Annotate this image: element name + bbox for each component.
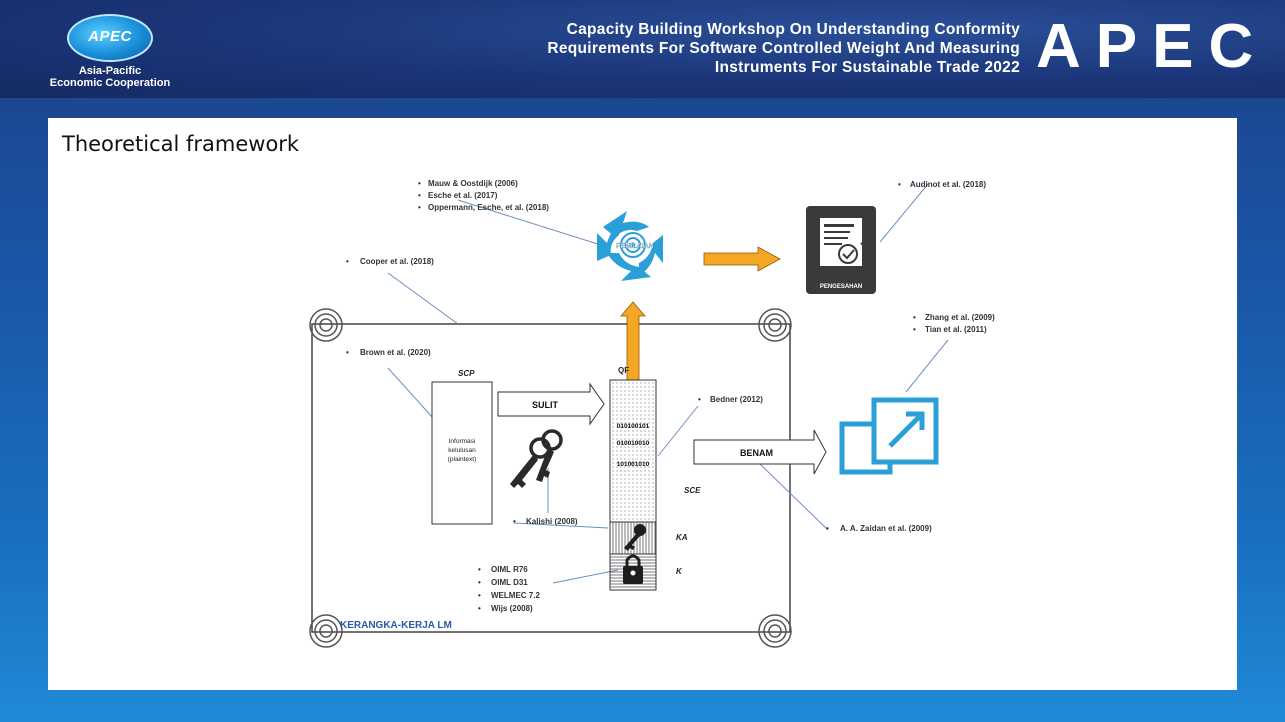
ref-top-2: Esche et al. (2017) (428, 191, 498, 200)
frame-corner-br (758, 614, 792, 648)
framework-frame (311, 323, 791, 633)
ref-kalishi-bullet: • (513, 517, 516, 526)
ref-oiml-4: Wijs (2008) (491, 604, 533, 613)
embed-expand-icon (839, 397, 939, 475)
apec-logo-text: APEC (88, 28, 132, 45)
workshop-title: Capacity Building Workshop On Understand… (460, 20, 1020, 77)
ref-zhang-1: Zhang et al. (2009) (925, 313, 995, 322)
apec-logo-subtitle: Asia-Pacific Economic Cooperation (48, 65, 172, 89)
framework-label: KERANGKA-KERJA LM (340, 620, 452, 631)
ref-oiml-2: OIML D31 (491, 578, 528, 587)
ref-oiml-bullet-1: • (478, 565, 481, 574)
ref-zaidan: A. A. Zaidan et al. (2009) (840, 524, 932, 533)
label-ka: KA (676, 533, 688, 542)
keys-icon (510, 429, 563, 488)
workshop-title-line2: Requirements For Software Controlled Wei… (547, 40, 1020, 57)
frame-corner-tr (758, 308, 792, 342)
apec-logo-oval: APEC (67, 14, 153, 62)
label-benam: BENAM (740, 448, 773, 458)
frame-corner-bl (309, 614, 343, 648)
binary-line-3: 101001010 (617, 461, 650, 468)
ref-oiml-3: WELMEC 7.2 (491, 591, 540, 600)
ref-top-bullet-3: • (418, 203, 421, 212)
info-line-3: (plaintext) (448, 456, 477, 463)
ref-bedner-bullet: • (698, 395, 701, 404)
ref-cooper: Cooper et al. (2018) (360, 257, 434, 266)
ref-brown-bullet: • (346, 348, 349, 357)
arrow-sulit (497, 382, 605, 426)
apec-brand-wordmark: APEC (1036, 12, 1269, 81)
binary-line-2: 010010010 (617, 440, 650, 447)
plaintext-box (431, 381, 493, 525)
frame-corner-tl (309, 308, 343, 342)
ref-brown: Brown et al. (2020) (360, 348, 431, 357)
framework-diagram: • Mauw & Oostdijk (2006) • Esche et al. … (309, 179, 995, 648)
reference-leader-lines (387, 183, 949, 584)
k-padlock-icon (623, 554, 643, 584)
logo-sub-line1: Asia-Pacific (78, 65, 142, 77)
arrow-to-pengesahan (703, 246, 781, 272)
ref-audinot: Audinot et al. (2018) (910, 180, 986, 189)
workshop-title-line1: Capacity Building Workshop On Understand… (566, 21, 1020, 38)
label-sce: SCE (684, 486, 701, 495)
apec-logo: APEC Asia-Pacific Economic Cooperation (48, 14, 172, 89)
ref-cooper-bullet: • (346, 257, 349, 266)
label-sulit: SULIT (532, 400, 559, 410)
ref-kalishi: Kalishi (2008) (526, 517, 578, 526)
label-scp: SCP (458, 369, 475, 378)
slide-header: APEC Asia-Pacific Economic Cooperation C… (0, 0, 1285, 98)
info-line-1: Informasi (449, 438, 476, 445)
label-penilaian: PENILAIAN (616, 243, 654, 250)
pengesahan-certificate-icon (806, 206, 876, 294)
references: • Mauw & Oostdijk (2006) • Esche et al. … (346, 179, 995, 613)
arrow-to-penilaian (620, 301, 646, 381)
ref-top-1: Mauw & Oostdijk (2006) (428, 179, 518, 188)
ref-top-3: Oppermann, Esche, et al. (2018) (428, 203, 549, 212)
arrow-benam (693, 429, 827, 475)
label-k: K (676, 567, 683, 576)
label-qf: QF (618, 366, 629, 375)
ref-zhang-bullet-2: • (913, 325, 916, 334)
penilaian-swirl-icon (597, 211, 663, 281)
logo-sub-line2: Economic Cooperation (49, 77, 171, 89)
ref-bedner: Bedner (2012) (710, 395, 763, 404)
ref-oiml-bullet-3: • (478, 591, 481, 600)
qf-column (609, 379, 657, 523)
slide-title: Theoretical framework (62, 132, 300, 156)
ref-top-bullet-1: • (418, 179, 421, 188)
ref-top-bullet-2: • (418, 191, 421, 200)
ref-zhang-bullet-1: • (913, 313, 916, 322)
info-line-2: kelulusan (448, 447, 476, 454)
ref-zhang-2: Tian et al. (2011) (925, 325, 987, 334)
slide-content: Theoretical framework (48, 118, 1237, 690)
ref-audinot-bullet: • (898, 180, 901, 189)
ref-oiml-bullet-2: • (478, 578, 481, 587)
binary-line-1: 010100101 (617, 423, 650, 430)
ka-key-icon (624, 524, 646, 551)
workshop-title-line3: Instruments For Sustainable Trade 2022 (714, 59, 1020, 76)
label-pengesahan: PENGESAHAN (820, 284, 862, 290)
ref-oiml-1: OIML R76 (491, 565, 528, 574)
ref-oiml-bullet-4: • (478, 604, 481, 613)
ref-zaidan-bullet: • (826, 524, 829, 533)
